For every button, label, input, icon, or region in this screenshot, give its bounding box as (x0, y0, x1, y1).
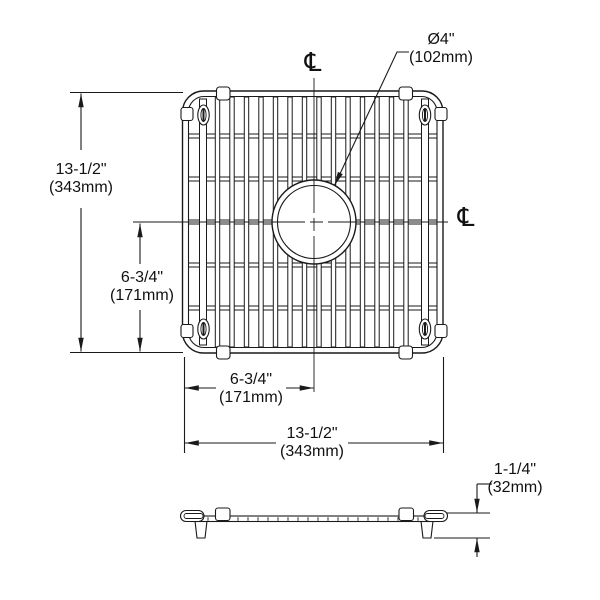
plan-half-height-label: 6-3/4" (171mm) (110, 269, 174, 305)
bumper-right-bottom (434, 323, 448, 339)
plan-dimensions (70, 51, 445, 453)
centerline-symbol-right: ℄ (457, 203, 475, 233)
side-foot-right (420, 520, 434, 539)
clip-top-right (398, 86, 414, 101)
side-curl-left (179, 509, 205, 523)
bumper-left-bottom (180, 323, 194, 339)
side-height-label: 1-1/4" (32mm) (487, 461, 542, 497)
plan-half-width-metric: (171mm) (218, 389, 284, 406)
plan-half-height-inch: 6-3/4" (120, 269, 164, 286)
plan-half-width-label: 6-3/4" (171mm) (219, 371, 283, 407)
hole-diameter-metric: (102mm) (408, 49, 474, 66)
dim-plan-width (185, 357, 445, 453)
side-clip-left (214, 507, 231, 522)
clip-bottom-left (215, 345, 231, 360)
side-foot-left (194, 520, 208, 539)
corner-feet (197, 104, 432, 340)
foot-top-left (197, 104, 210, 126)
foot-bottom-right (418, 318, 432, 340)
plan-view (133, 78, 448, 392)
dim-plan-height (70, 91, 183, 354)
side-rail-ticks (207, 517, 429, 521)
bumper-right-top (434, 106, 448, 122)
plan-half-width-inch: 6-3/4" (229, 371, 273, 388)
plan-height-metric: (343mm) (48, 179, 114, 196)
plan-width-label: 13-1/2" (343mm) (280, 425, 344, 461)
plan-width-metric: (343mm) (279, 443, 345, 460)
side-clip-right (398, 507, 415, 522)
centerline-symbol-top: ℄ (304, 48, 322, 78)
dim-plan-half-width (183, 357, 314, 453)
plan-width-inch: 13-1/2" (286, 425, 338, 442)
hole-diameter-label: Ø4" (102mm) (409, 31, 473, 67)
dim-hole-leader (334, 51, 409, 186)
foot-bottom-left (197, 318, 210, 340)
plan-half-height-metric: (171mm) (109, 287, 175, 304)
clip-bottom-right (398, 345, 414, 360)
foot-top-right (418, 104, 432, 126)
clip-top-left (215, 86, 231, 101)
side-height-inch: 1-1/4" (493, 461, 537, 478)
hole-diameter-inch: Ø4" (427, 31, 455, 48)
edge-clips (215, 86, 414, 360)
side-height-metric: (32mm) (487, 479, 543, 496)
side-bumpers (180, 106, 448, 339)
dim-side-height (434, 483, 492, 557)
side-curl-right (423, 509, 449, 523)
plan-height-inch: 13-1/2" (55, 161, 107, 178)
bumper-left-top (180, 106, 194, 122)
side-view (179, 483, 492, 557)
plan-height-label: 13-1/2" (343mm) (49, 161, 113, 197)
centerlines (133, 78, 448, 392)
